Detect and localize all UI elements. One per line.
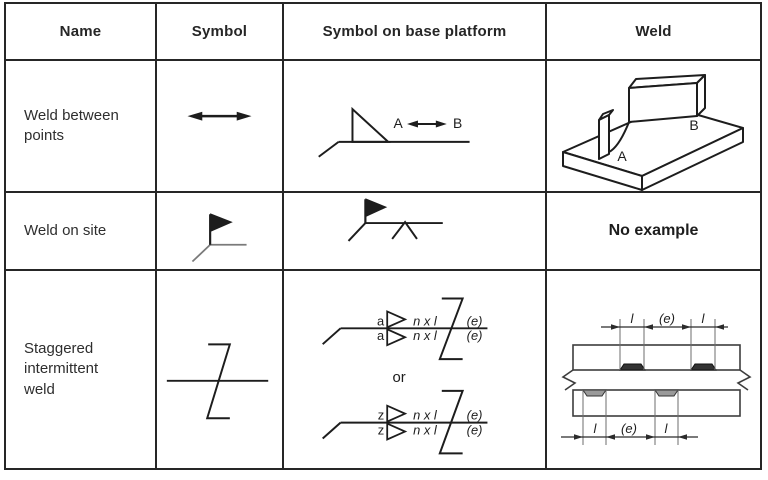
wall-front-face (628, 82, 698, 123)
header-symbol-label: Symbol (191, 23, 248, 40)
fillet-triangle-top-icon (386, 404, 408, 423)
length-label: l (594, 421, 598, 436)
weld-symbols-table: Name Symbol Symbol on base platform Weld… (4, 2, 762, 470)
header-symbol-on-base-platform: Symbol on base platform (284, 4, 547, 61)
fillet-weld-triangle-icon (351, 106, 391, 143)
weld-bead (690, 363, 717, 371)
or-label: or (393, 370, 406, 386)
length-label: l (665, 421, 669, 436)
row-staggered-weld: l (e) l l (e) l (547, 271, 760, 468)
header-platform-label: Symbol on base platform (322, 23, 507, 40)
staggered-weld-z-icon (166, 343, 269, 420)
e-top: (e) (467, 313, 483, 328)
length-label: l (631, 311, 635, 326)
fillet-weld-chevron-icon (391, 220, 418, 240)
spacing-label: (e) (659, 311, 675, 326)
double-arrow-icon (187, 111, 252, 121)
wall-leg-front-face (598, 114, 610, 160)
e-top: (e) (467, 408, 483, 423)
row-weld-between-points-name: Weld between points (6, 61, 157, 193)
n-x-l-bottom: n x l (413, 423, 438, 438)
e-bottom: (e) (467, 328, 483, 343)
variant-z-symbol: z z n x l n x l (e) (e) (322, 389, 488, 455)
header-symbol: Symbol (157, 4, 284, 61)
row-weld-between-points-weld: A B (547, 61, 760, 193)
row-weld-on-site-symbol (157, 193, 284, 271)
site-weld-flag-icon (191, 213, 247, 263)
fillet-triangle-bottom-icon (386, 422, 408, 441)
fillet-triangle-top-icon (386, 310, 408, 329)
row-weld-between-points-platform: A B (284, 61, 547, 193)
letter-a-top: a (377, 313, 385, 328)
weld-bead (654, 389, 679, 397)
flag-icon (365, 198, 388, 218)
row-weld-on-site-name: Weld on site (6, 193, 157, 271)
spacing-label: (e) (621, 421, 637, 436)
weld-on-site-platform-diagram (347, 198, 443, 242)
staggered-platform-diagram: a a n x l n x l (e) (e) or z z n x l n (322, 297, 488, 455)
header-name-label: Name (59, 23, 102, 40)
point-b-label: B (453, 115, 462, 131)
break-line-left (561, 369, 577, 391)
n-x-l-bottom: n x l (413, 328, 438, 343)
letter-z-top: z (378, 408, 384, 423)
point-a-label: A (393, 115, 403, 131)
length-label: l (702, 311, 706, 326)
wall-right-face (696, 74, 706, 117)
e-bottom: (e) (467, 423, 483, 438)
row-staggered-name: Staggered intermittent weld (6, 271, 157, 468)
staggered-weld-drawing: l (e) l l (e) l (561, 311, 752, 445)
letter-a-bottom: a (377, 328, 385, 343)
row-weld-on-site-weld: No example (547, 193, 760, 271)
z-symbol-icon (438, 297, 465, 361)
weld-bead (619, 363, 646, 371)
z-symbol-icon (438, 389, 465, 455)
n-x-l-top: n x l (413, 408, 438, 423)
fillet-triangle-bottom-icon (386, 327, 408, 347)
row-weld-between-points-symbol (157, 61, 284, 193)
base-plate-right-face (641, 127, 744, 191)
header-weld-label: Weld (635, 23, 672, 40)
point-b-label: B (689, 117, 698, 133)
row-weld-on-site-platform (284, 193, 547, 271)
n-x-l-top: n x l (413, 313, 438, 328)
header-name: Name (6, 4, 157, 61)
header-weld: Weld (547, 4, 760, 61)
upper-plate (572, 344, 741, 371)
variant-a-symbol: a a n x l n x l (e) (e) (322, 297, 488, 361)
weld-between-points-isometric-drawing: A B (562, 74, 744, 191)
break-line-right (736, 369, 752, 391)
wall-inner-corner (608, 121, 630, 153)
row-staggered-platform: a a n x l n x l (e) (e) or z z n x l n (284, 271, 547, 468)
weld-between-points-platform-diagram: A B (318, 106, 470, 158)
weld-bead (582, 389, 607, 397)
row-staggered-symbol (157, 271, 284, 468)
flag-icon (210, 213, 233, 232)
no-example-text: No example (608, 222, 699, 239)
letter-z-bottom: z (378, 423, 384, 438)
point-a-label: A (617, 148, 627, 164)
